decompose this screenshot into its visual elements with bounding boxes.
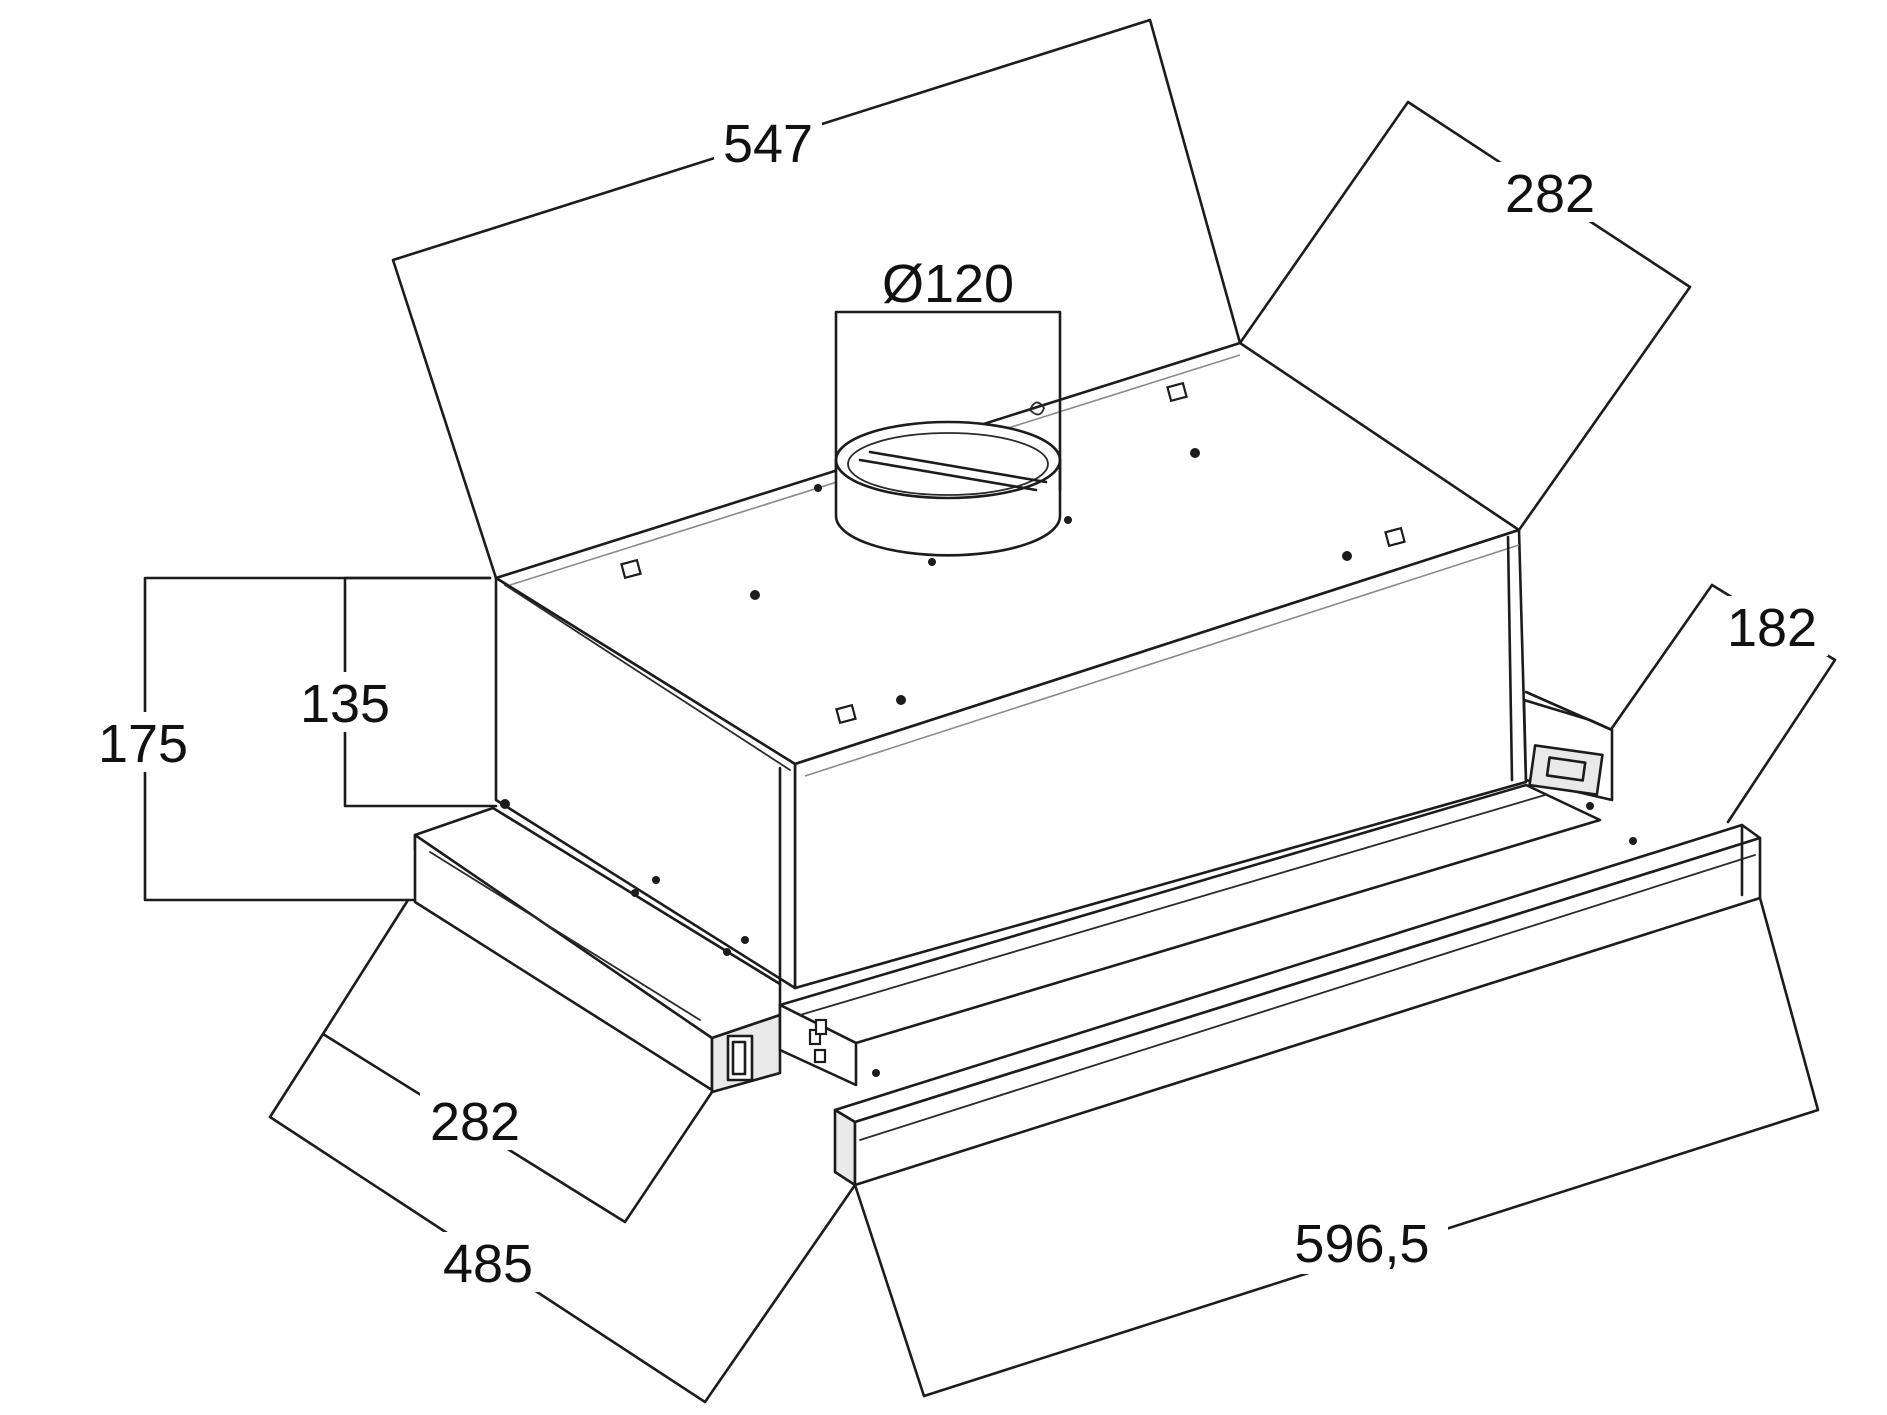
mount-hole bbox=[620, 558, 642, 580]
duct-collar bbox=[834, 401, 1062, 557]
right-rail bbox=[1522, 690, 1614, 802]
label-height-body: 135 bbox=[300, 674, 390, 734]
label-overall-depth: 485 bbox=[443, 1234, 533, 1294]
front-visor bbox=[833, 823, 1762, 1187]
label-height-total: 175 bbox=[98, 714, 188, 774]
dimension-labels: 547 282 Ø120 175 135 182 282 485 596,5 bbox=[88, 112, 1828, 1294]
label-overall-width: 596,5 bbox=[1294, 1214, 1429, 1274]
label-top-width: 547 bbox=[723, 114, 813, 174]
label-duct-diameter: Ø120 bbox=[882, 254, 1014, 314]
dim-line-duct bbox=[834, 310, 1062, 492]
label-top-depth: 282 bbox=[1505, 164, 1595, 224]
mount-hole bbox=[835, 703, 857, 725]
visor-front-face bbox=[833, 1108, 857, 1187]
hood-side-face bbox=[494, 576, 797, 990]
mount-hole bbox=[1166, 381, 1188, 403]
mount-hole bbox=[1384, 526, 1406, 548]
right-vent-slot bbox=[1528, 744, 1604, 796]
left-side-plate bbox=[413, 799, 782, 1094]
dim-line-overall-depth bbox=[268, 1032, 857, 1404]
label-side-depth: 182 bbox=[1727, 598, 1817, 658]
hood-body bbox=[494, 341, 1528, 990]
label-bottom-depth: 282 bbox=[430, 1092, 520, 1152]
sliding-drawer bbox=[778, 783, 1652, 1087]
